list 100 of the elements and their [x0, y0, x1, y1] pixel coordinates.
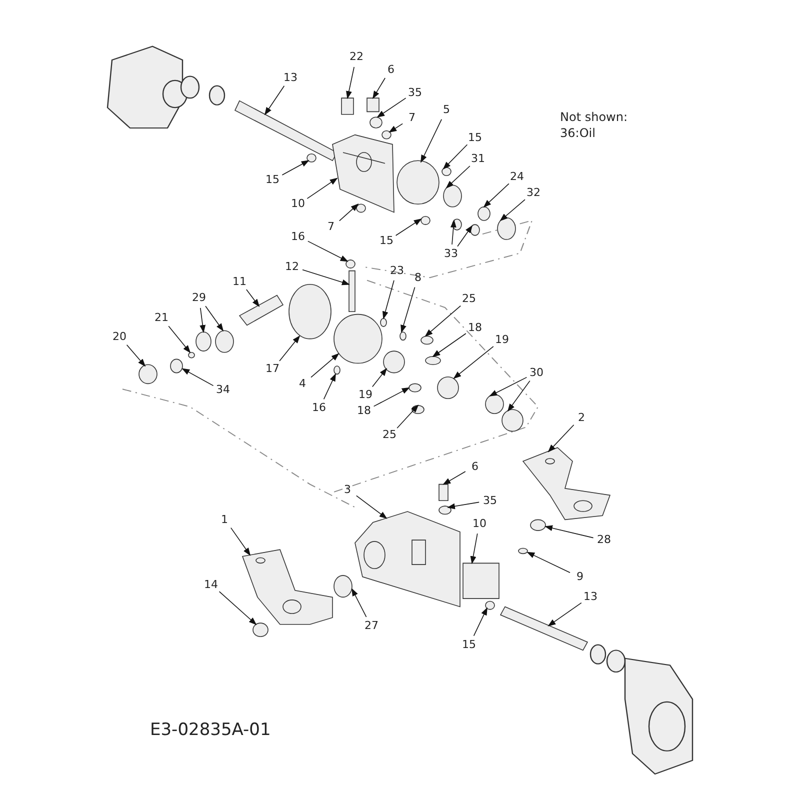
seal-drawing [138, 364, 158, 384]
pin-drawing [400, 332, 406, 341]
leader-line [507, 380, 530, 412]
leader-line [442, 471, 466, 485]
callout-number: 1 [221, 514, 228, 526]
bolt-drawing [420, 216, 430, 225]
callout-number: 3 [344, 484, 351, 496]
leader-line [420, 118, 442, 163]
leader-line [346, 66, 354, 100]
leader-line [544, 525, 594, 538]
leader-line [447, 502, 480, 510]
callout-number: 9 [576, 570, 584, 583]
bolt-drawing [306, 153, 316, 162]
leader-line [500, 199, 526, 222]
leader-line [339, 204, 359, 222]
flange-drawing [462, 562, 500, 599]
leader-line [548, 602, 582, 626]
callout-number: 14 [204, 578, 218, 591]
gear-drawing [408, 383, 422, 392]
seal-drawing [334, 575, 352, 598]
callout-number: 6 [472, 460, 478, 473]
leader-line [450, 220, 456, 245]
pin-drawing [348, 270, 356, 312]
leader-line [372, 368, 388, 388]
leader-line [356, 495, 388, 519]
callout-number: 10 [291, 198, 305, 210]
callout-number: 16 [312, 402, 326, 414]
leader-line [382, 280, 394, 320]
callout-number: 34 [216, 384, 230, 396]
bolt-drawing [356, 204, 366, 213]
ring-gear-drawing [288, 284, 332, 340]
leader-line [489, 376, 528, 396]
leader-line [126, 344, 146, 367]
leader-line [442, 144, 468, 170]
breather-drawing [341, 98, 354, 115]
washer-drawing [370, 116, 382, 128]
callout-number: 25 [382, 429, 396, 442]
washer-drawing [412, 405, 424, 414]
leader-line [200, 308, 206, 333]
callout-number: 7 [328, 221, 334, 234]
callout-number: 32 [526, 187, 540, 200]
bracket-drawing [522, 447, 611, 520]
bolt-drawing [438, 484, 448, 502]
callout-number: 4 [299, 378, 306, 390]
callout-number: 7 [408, 112, 416, 124]
leader-line [246, 289, 260, 307]
leader-line [395, 218, 422, 236]
leader-line [352, 588, 367, 618]
callout-number: 33 [444, 248, 458, 260]
leader-line [264, 86, 285, 116]
plug-drawing [518, 548, 528, 554]
cover-drawing [396, 160, 440, 205]
clip-drawing [188, 352, 195, 358]
drawing-number: E3-02835A-01 [150, 720, 271, 740]
o-ring-drawing [470, 224, 480, 236]
bearing-drawing [215, 330, 234, 353]
callout-number: 30 [530, 366, 544, 379]
leader-line [446, 166, 470, 188]
washer-drawing [438, 506, 452, 515]
spacer-drawing [170, 358, 183, 374]
callout-number: 19 [495, 334, 509, 346]
callout-number: 29 [192, 292, 206, 304]
note-heading: Not shown: [560, 110, 628, 124]
leader-line [388, 123, 403, 133]
callout-number: 2 [578, 412, 585, 424]
leader-line [308, 240, 348, 262]
callout-number: 28 [597, 534, 611, 546]
seal-drawing [530, 519, 546, 531]
callout-number: 11 [232, 276, 246, 288]
leader-line [302, 269, 350, 286]
callout-number: 21 [154, 312, 168, 324]
bolt-drawing [485, 600, 495, 610]
leader-line [282, 160, 310, 176]
leader-line [548, 424, 574, 452]
leader-line [323, 373, 336, 400]
bearing-drawing [485, 394, 504, 414]
leader-line [310, 353, 340, 378]
bolt-drawing [442, 167, 452, 176]
leader-line [168, 326, 191, 354]
callout-number: 5 [443, 104, 450, 116]
leader-line [526, 552, 570, 573]
callout-number: 13 [584, 591, 598, 604]
gear-drawing [383, 350, 405, 374]
callout-number: 18 [468, 322, 482, 334]
leader-line [424, 305, 461, 337]
note-text: 36:Oil [560, 126, 596, 140]
washer-drawing [420, 336, 434, 345]
nut-drawing [252, 622, 268, 638]
leader-line [182, 368, 214, 386]
bearing-drawing [196, 332, 212, 352]
leader-line [279, 335, 300, 362]
callout-number: 6 [388, 64, 394, 76]
callout-number: 35 [408, 86, 422, 99]
callout-number: 35 [483, 494, 497, 507]
leader-line [470, 533, 478, 564]
callout-number: 10 [472, 518, 486, 530]
leader-line [218, 591, 257, 626]
callout-number: 12 [285, 260, 299, 273]
callout-number: 15 [462, 638, 476, 651]
differential-case-drawing [334, 314, 382, 364]
